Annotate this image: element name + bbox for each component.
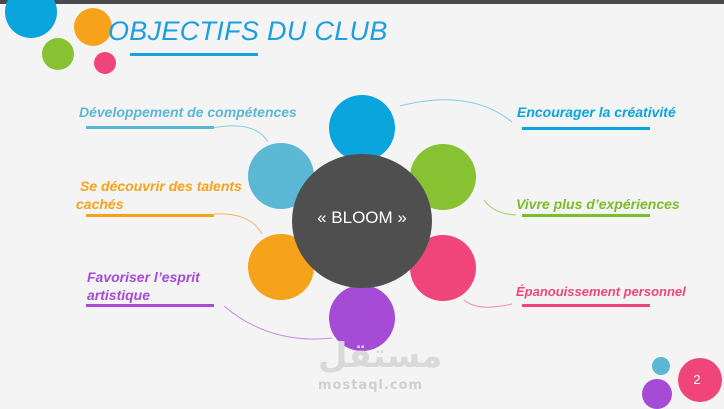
slide-title: OBJECTIFS DU CLUB (108, 16, 388, 46)
decor-dot-bottom-blue (652, 357, 670, 375)
objective-left-2-underline (86, 214, 214, 217)
decor-dot-green (42, 38, 74, 70)
title-underline (130, 53, 258, 56)
page-number: 2 (693, 372, 701, 387)
objective-right-1: Encourager la créativité (517, 104, 676, 120)
objective-left-1-underline (86, 126, 214, 129)
petal-purple (329, 285, 395, 351)
connector-bot-right (463, 299, 513, 308)
connector-bot-left (223, 305, 333, 340)
objective-left-3-underline (86, 304, 214, 307)
petal-blue (329, 95, 395, 161)
objective-right-1-underline (522, 127, 650, 130)
connector-top-left (211, 125, 269, 143)
objective-left-1: Développement de compétences (79, 104, 297, 120)
objective-left-3: Favoriser l’esprit artistique (87, 269, 200, 303)
center-label: « BLOOM » (317, 208, 407, 227)
decor-dot-bottom-pink (678, 358, 722, 402)
objective-right-3-underline (522, 304, 650, 307)
decor-dot-pink (94, 52, 116, 74)
objective-right-3: Épanouissement personnel (516, 284, 686, 299)
objective-left-2: Se découvrir des talents cachés (76, 178, 242, 212)
connector-mid-left (213, 213, 263, 235)
connector-mid-right (483, 199, 517, 216)
watermark-logo: مستقل (318, 336, 443, 376)
decor-dot-orange (74, 8, 112, 46)
connector-top-right (399, 99, 513, 123)
center-circle (292, 154, 432, 288)
objective-right-2: Vivre plus d’expériences (516, 196, 680, 212)
objective-right-2-underline (522, 214, 650, 217)
top-bar (0, 0, 724, 4)
decor-dot-bottom-purple (642, 379, 672, 409)
watermark-text: mostaql.com (318, 378, 424, 393)
